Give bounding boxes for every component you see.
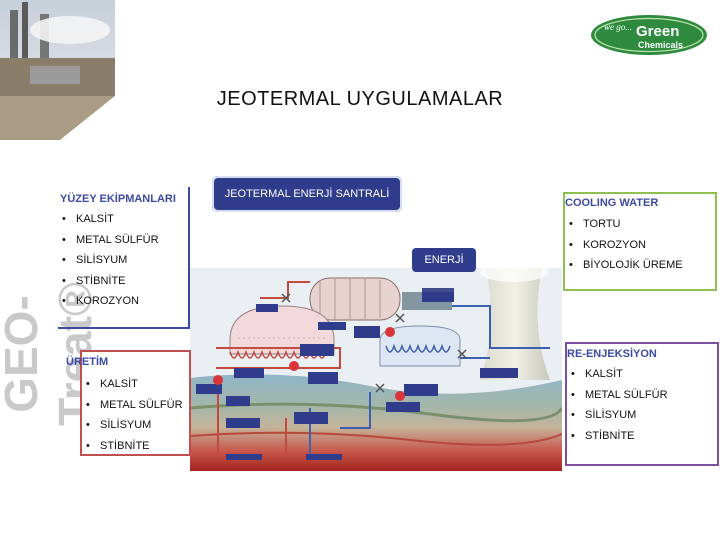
production-item-calcite: KALSİT	[82, 374, 183, 395]
surface-item-stibnite: STİBNİTE	[58, 271, 159, 292]
production-item-stibnite: STİBNİTE	[82, 436, 183, 457]
surface-item-corrosion: KOROZYON	[58, 291, 159, 312]
surface-item-silicon: SİLİSYUM	[58, 250, 159, 271]
cooling-water-header: COOLING WATER	[565, 197, 659, 209]
geothermal-plant-label: JEOTERMAL ENERJİ SANTRALİ	[212, 176, 402, 212]
logo-small-text: we go...	[604, 22, 632, 32]
reinjection-header: RE-ENJEKSİYON	[567, 348, 657, 360]
production-item-silicon: SİLİSYUM	[82, 415, 183, 436]
cooling-item-biological-growth: BİYOLOJİK ÜREME	[565, 255, 683, 276]
reinjection-item-silicon: SİLİSYUM	[567, 405, 668, 426]
surface-equipment-box: YÜZEY EKİPMANLARI KALSİT METAL SÜLFÜR Sİ…	[58, 187, 190, 329]
reinjection-box: RE-ENJEKSİYON KALSİT METAL SÜLFÜR SİLİSY…	[565, 342, 719, 466]
page-title: JEOTERMAL UYGULAMALAR	[216, 88, 504, 110]
logo-line1: Green	[636, 23, 679, 40]
reinjection-item-calcite: KALSİT	[567, 364, 668, 385]
production-header: ÜRETİM	[66, 356, 109, 368]
production-item-metal-sulfide: METAL SÜLFÜR	[82, 395, 183, 416]
reinjection-item-stibnite: STİBNİTE	[567, 426, 668, 447]
logo-line2: Chemicals	[638, 40, 683, 50]
green-chemicals-logo: we go... Green Chemicals	[590, 14, 708, 56]
cooling-item-scale: TORTU	[565, 214, 683, 235]
reinjection-item-metal-sulfide: METAL SÜLFÜR	[567, 385, 668, 406]
surface-item-calcite: KALSİT	[58, 209, 159, 230]
geothermal-plant-diagram	[189, 262, 564, 471]
cooling-item-corrosion: KOROZYON	[565, 235, 683, 256]
production-box: ÜRETİM KALSİT METAL SÜLFÜR SİLİSYUM STİB…	[66, 350, 191, 457]
energy-label: ENERJİ	[412, 248, 476, 272]
power-plant-photo	[0, 0, 115, 140]
cooling-water-box: COOLING WATER TORTU KOROZYON BİYOLOJİK Ü…	[563, 192, 717, 291]
surface-equipment-header: YÜZEY EKİPMANLARI	[60, 193, 176, 205]
surface-item-metal-sulfide: METAL SÜLFÜR	[58, 230, 159, 251]
